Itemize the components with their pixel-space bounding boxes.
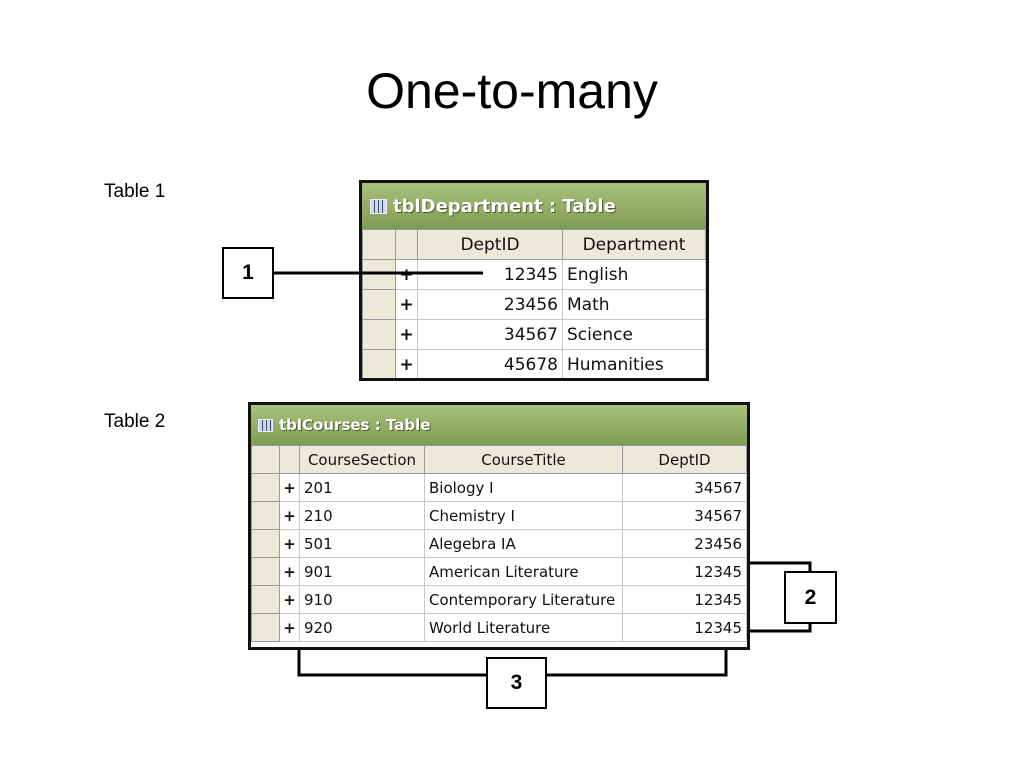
- cell-coursesection[interactable]: 201: [299, 473, 425, 502]
- cell-coursetitle[interactable]: American Literature: [424, 557, 623, 586]
- expander-column-header: [395, 229, 418, 260]
- cell-deptid[interactable]: 23456: [417, 289, 563, 320]
- cell-deptid[interactable]: 12345: [622, 585, 747, 614]
- row-selector[interactable]: [362, 319, 396, 350]
- cell-department[interactable]: Math: [562, 289, 706, 320]
- table1-label: Table 1: [104, 181, 166, 202]
- table-icon: [370, 198, 387, 214]
- cell-coursesection[interactable]: 210: [299, 501, 425, 530]
- column-selector-corner[interactable]: [362, 229, 396, 260]
- department-table-window: tblDepartment : Table DeptID Department …: [359, 180, 709, 381]
- table-icon: [258, 418, 273, 432]
- row-selector[interactable]: [251, 529, 280, 558]
- cell-coursesection[interactable]: 501: [299, 529, 425, 558]
- cell-department[interactable]: Humanities: [562, 349, 706, 378]
- column-header-deptid[interactable]: DeptID: [622, 445, 747, 474]
- callout-3: 3: [486, 657, 547, 709]
- cell-coursesection[interactable]: 910: [299, 585, 425, 614]
- callout-1: 1: [222, 247, 274, 299]
- row-selector[interactable]: [362, 349, 396, 378]
- cell-deptid[interactable]: 34567: [622, 501, 747, 530]
- expand-row-button[interactable]: +: [279, 529, 300, 558]
- row-selector[interactable]: [251, 613, 280, 642]
- courses-table-title: tblCourses : Table: [279, 416, 431, 434]
- column-header-deptid[interactable]: DeptID: [417, 229, 563, 260]
- department-table-title: tblDepartment : Table: [393, 195, 616, 217]
- cell-deptid[interactable]: 12345: [622, 613, 747, 642]
- cell-deptid[interactable]: 34567: [622, 473, 747, 502]
- expand-row-button[interactable]: +: [395, 349, 418, 378]
- cell-coursesection[interactable]: 920: [299, 613, 425, 642]
- row-selector[interactable]: [251, 473, 280, 502]
- row-selector[interactable]: [362, 289, 396, 320]
- callout-2: 2: [784, 571, 837, 624]
- department-table-titlebar: tblDepartment : Table: [362, 183, 706, 229]
- column-selector-corner[interactable]: [251, 445, 280, 474]
- courses-table-window: tblCourses : Table CourseSection CourseT…: [248, 402, 750, 650]
- cell-coursetitle[interactable]: World Literature: [424, 613, 623, 642]
- slide-title: One-to-many: [366, 63, 658, 119]
- cell-department[interactable]: Science: [562, 319, 706, 350]
- column-header-coursetitle[interactable]: CourseTitle: [424, 445, 623, 474]
- expand-row-button[interactable]: +: [279, 557, 300, 586]
- courses-table-titlebar: tblCourses : Table: [251, 405, 747, 445]
- cell-deptid[interactable]: 12345: [622, 557, 747, 586]
- row-selector[interactable]: [251, 557, 280, 586]
- table2-label: Table 2: [104, 411, 166, 432]
- cell-department[interactable]: English: [562, 259, 706, 290]
- column-header-coursesection[interactable]: CourseSection: [299, 445, 425, 474]
- cell-deptid[interactable]: 23456: [622, 529, 747, 558]
